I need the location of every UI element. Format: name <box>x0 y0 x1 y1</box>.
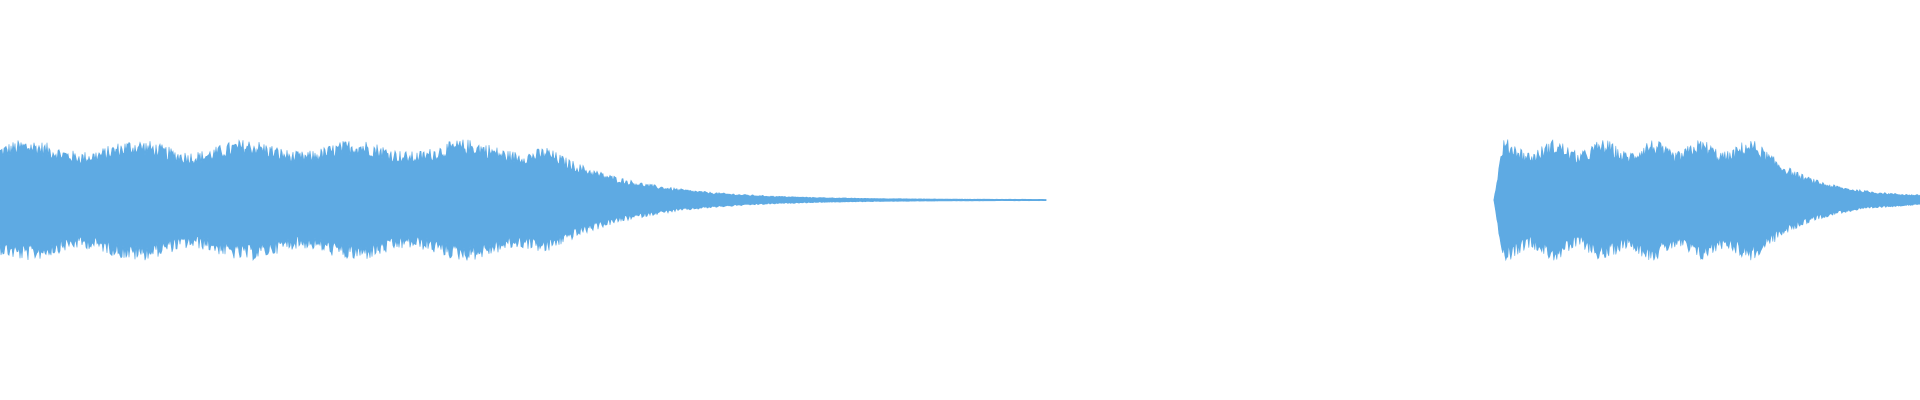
waveform-group <box>0 139 1920 262</box>
